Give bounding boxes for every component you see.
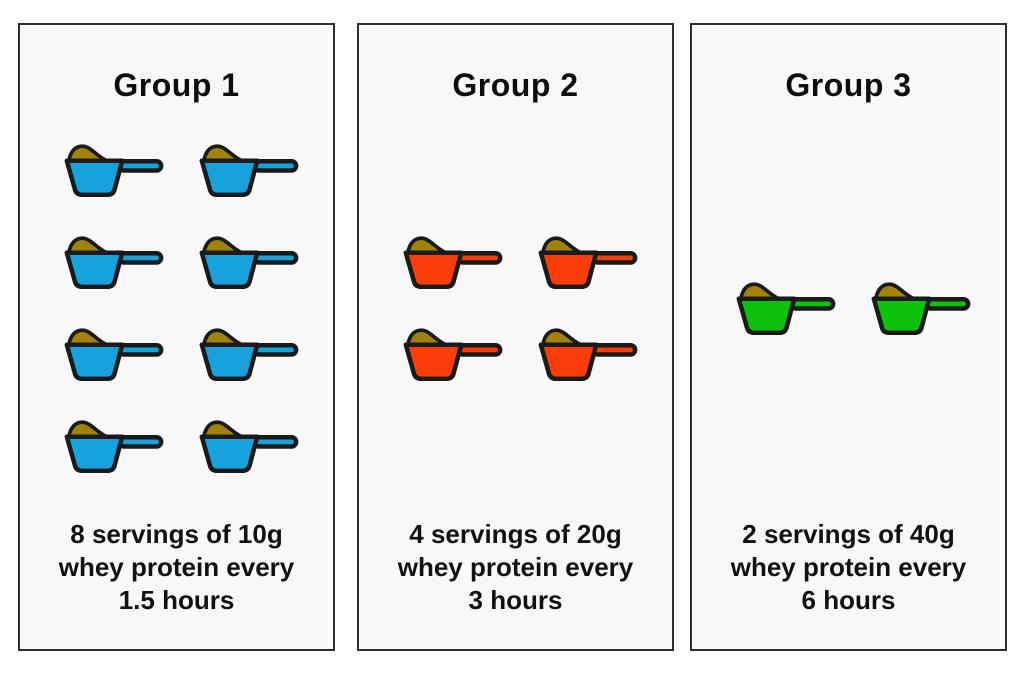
group-caption: 2 servings of 40g whey protein every 6 h… — [692, 518, 1005, 617]
scoop-cup — [64, 342, 124, 381]
scoop-handle — [251, 158, 298, 173]
scoop-handle — [590, 342, 637, 357]
scoop-area — [359, 120, 672, 496]
group-caption: 8 servings of 10g whey protein every 1.5… — [20, 518, 333, 617]
scoop-handle — [455, 342, 502, 357]
protein-scoop-icon — [199, 419, 298, 473]
scoop-cup — [199, 158, 259, 197]
scoop-area — [20, 120, 333, 496]
scoop-row — [60, 142, 302, 199]
protein-scoop-icon — [64, 419, 163, 473]
protein-scoop-icon — [538, 327, 637, 381]
panel-group-3: Group 3 2 servings of 40g whey protein e… — [690, 23, 1007, 651]
scoop-handle — [455, 250, 502, 265]
scoop-cup — [64, 434, 124, 473]
scoop-grid — [60, 142, 302, 475]
protein-scoop-icon — [736, 281, 835, 335]
scoop-cup — [199, 342, 259, 381]
scoop-row — [60, 418, 302, 475]
scoop-handle — [251, 342, 298, 357]
scoop-handle — [590, 250, 637, 265]
panel-group-1: Group 1 8 servings of 10g whey protein e… — [18, 23, 335, 651]
caption-line: 8 servings of 10g — [70, 519, 283, 549]
scoop-row — [732, 280, 974, 337]
scoop-handle — [116, 158, 163, 173]
group-caption: 4 servings of 20g whey protein every 3 h… — [359, 518, 672, 617]
caption-line: 1.5 hours — [118, 585, 235, 615]
caption-line: 6 hours — [801, 585, 896, 615]
caption-line: whey protein every — [730, 552, 967, 582]
protein-scoop-icon — [64, 143, 163, 197]
group-title: Group 1 — [113, 67, 240, 103]
scoop-grid — [732, 280, 974, 337]
scoop-cup — [64, 158, 124, 197]
scoop-cup — [64, 250, 124, 289]
protein-scoop-icon — [199, 327, 298, 381]
protein-scoop-icon — [64, 235, 163, 289]
protein-scoop-icon — [64, 327, 163, 381]
scoop-cup — [199, 434, 259, 473]
scoop-handle — [116, 342, 163, 357]
group-title: Group 3 — [785, 67, 912, 103]
panel-group-2: Group 2 4 servings of 20g whey protein e… — [357, 23, 674, 651]
scoop-handle — [923, 296, 970, 311]
protein-scoop-icon — [403, 235, 502, 289]
scoop-cup — [403, 250, 463, 289]
scoop-handle — [116, 434, 163, 449]
scoop-cup — [538, 342, 598, 381]
scoop-cup — [199, 250, 259, 289]
caption-line: 2 servings of 40g — [742, 519, 955, 549]
scoop-handle — [116, 250, 163, 265]
protein-scoop-icon — [199, 143, 298, 197]
protein-scoop-icon — [871, 281, 970, 335]
scoop-cup — [403, 342, 463, 381]
scoop-area — [692, 120, 1005, 496]
scoop-row — [60, 326, 302, 383]
caption-line: 3 hours — [468, 585, 563, 615]
caption-line: whey protein every — [397, 552, 634, 582]
scoop-cup — [538, 250, 598, 289]
caption-line: whey protein every — [58, 552, 295, 582]
scoop-cup — [736, 296, 796, 335]
scoop-handle — [788, 296, 835, 311]
scoop-row — [60, 234, 302, 291]
protein-scoop-icon — [199, 235, 298, 289]
protein-scoop-icon — [538, 235, 637, 289]
scoop-handle — [251, 250, 298, 265]
protein-scoop-icon — [403, 327, 502, 381]
scoop-grid — [399, 234, 641, 383]
scoop-row — [399, 326, 641, 383]
scoop-row — [399, 234, 641, 291]
scoop-handle — [251, 434, 298, 449]
scoop-cup — [871, 296, 931, 335]
caption-line: 4 servings of 20g — [409, 519, 622, 549]
group-title: Group 2 — [452, 67, 579, 103]
